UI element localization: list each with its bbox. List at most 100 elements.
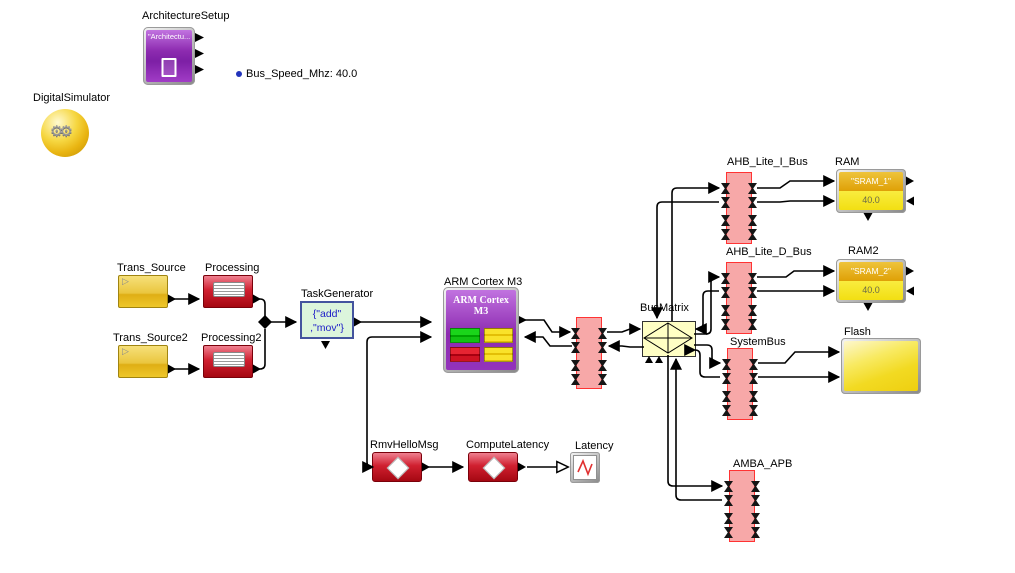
task-generator-block[interactable]: {"add" ,"mov"} <box>300 301 354 339</box>
bus-matrix-block[interactable] <box>642 321 696 357</box>
digital-simulator-block[interactable]: ⚙⚙ <box>41 109 89 157</box>
bus-port-icon[interactable] <box>748 319 757 330</box>
bus-port-icon[interactable] <box>598 342 607 353</box>
bus-ports-right[interactable] <box>751 481 760 538</box>
input-port <box>906 196 914 206</box>
trans-source2-block[interactable]: ▷ <box>118 345 168 378</box>
bus-ports-left[interactable] <box>722 359 731 416</box>
digital-simulator-label: DigitalSimulator <box>33 92 111 104</box>
bus-port-icon[interactable] <box>749 373 758 384</box>
system-bus-block[interactable] <box>722 348 758 420</box>
bus-ports-right[interactable] <box>598 328 607 385</box>
bus-port-icon[interactable] <box>748 215 757 226</box>
output-port <box>518 462 526 472</box>
bus-ports-left[interactable] <box>721 183 730 240</box>
system-bus-label: SystemBus <box>730 336 786 348</box>
bus-port-icon[interactable] <box>722 405 731 416</box>
bus-port-icon[interactable] <box>722 391 731 402</box>
junction-diamond <box>258 315 272 329</box>
ram-block[interactable]: "SRAM_1" 40.0 <box>836 169 906 213</box>
ram2-block[interactable]: "SRAM_2" 40.0 <box>836 259 906 303</box>
flash-block[interactable] <box>841 338 921 394</box>
compute-latency-block[interactable] <box>468 452 518 482</box>
bus-ports-left[interactable] <box>571 328 580 385</box>
input-port <box>906 286 914 296</box>
bus-port-icon[interactable] <box>571 360 580 371</box>
output-port <box>253 364 261 374</box>
wire <box>667 355 724 492</box>
bus-port-icon[interactable] <box>598 360 607 371</box>
amba-apb-block[interactable] <box>724 470 760 542</box>
bus-ports-right[interactable] <box>748 183 757 240</box>
bus-port-icon[interactable] <box>751 495 760 506</box>
gears-icon: ⚙⚙ <box>50 123 73 140</box>
rmv-hello-msg-block[interactable] <box>372 452 422 482</box>
bus-port-icon[interactable] <box>748 197 757 208</box>
wire <box>694 290 719 335</box>
bus-port-icon[interactable] <box>724 513 733 524</box>
bus-port-icon[interactable] <box>721 287 730 298</box>
bus-port-icon[interactable] <box>724 495 733 506</box>
bus-port-icon[interactable] <box>724 527 733 538</box>
internal-bus-block[interactable] <box>571 317 607 389</box>
output-port <box>195 65 204 74</box>
bus-port-icon[interactable] <box>721 273 730 284</box>
crossbar-icon <box>643 322 693 354</box>
ahb-lite-i-bus-block[interactable] <box>721 172 757 244</box>
bus-port-icon[interactable] <box>751 513 760 524</box>
wire <box>362 342 375 473</box>
wire <box>607 323 642 335</box>
bus-port-icon[interactable] <box>598 374 607 385</box>
bus-port-icon[interactable] <box>721 229 730 240</box>
output-port <box>354 317 362 327</box>
bus-port-icon[interactable] <box>722 373 731 384</box>
architecture-setup-text: "Architectu... <box>148 32 191 41</box>
bus-ports-right[interactable] <box>749 359 758 416</box>
bus-port-icon[interactable] <box>749 405 758 416</box>
processing-block[interactable] <box>203 275 253 308</box>
task-generator-label: TaskGenerator <box>301 288 374 300</box>
ports[interactable] <box>168 33 914 472</box>
arm-cortex-block[interactable]: ARM Cortex M3 <box>443 287 519 373</box>
bus-port-icon[interactable] <box>748 229 757 240</box>
bus-port-icon[interactable] <box>748 273 757 284</box>
ahb-lite-d-bus-label: AHB_Lite_D_Bus <box>726 246 812 258</box>
processing2-label: Processing2 <box>201 332 262 344</box>
ahb-lite-d-bus-block[interactable] <box>721 262 757 334</box>
bus-ports-left[interactable] <box>721 273 730 330</box>
bus-port-icon[interactable] <box>571 342 580 353</box>
wire <box>651 201 719 320</box>
bus-port-icon[interactable] <box>571 328 580 339</box>
bus-port-icon[interactable] <box>751 481 760 492</box>
bus-port-icon[interactable] <box>751 527 760 538</box>
wires[interactable] <box>169 175 841 501</box>
ram-speed-value: 40.0 <box>839 191 903 210</box>
bus-port-icon[interactable] <box>749 359 758 370</box>
trans-source-block[interactable]: ▷ <box>118 275 168 308</box>
bus-port-icon[interactable] <box>748 305 757 316</box>
resource-cell-red <box>450 347 480 362</box>
bus-port-icon[interactable] <box>598 328 607 339</box>
output-port <box>253 294 261 304</box>
bus-port-icon[interactable] <box>721 305 730 316</box>
bus-port-icon[interactable] <box>721 215 730 226</box>
task-generator-expression-line1: {"add" <box>312 308 342 320</box>
bus-port-icon[interactable] <box>722 359 731 370</box>
bus-port-icon[interactable] <box>748 183 757 194</box>
bus-speed-parameter: Bus_Speed_Mhz: 40.0 <box>246 68 358 80</box>
play-icon: ▷ <box>122 346 129 356</box>
bus-port-icon[interactable] <box>749 391 758 402</box>
bus-port-icon[interactable] <box>748 287 757 298</box>
architecture-setup-block[interactable]: "Architectu... <box>143 27 195 85</box>
bus-ports-right[interactable] <box>748 273 757 330</box>
bus-port-icon[interactable] <box>571 374 580 385</box>
processing2-block[interactable] <box>203 345 253 378</box>
wire <box>366 331 433 343</box>
latency-block[interactable] <box>570 452 600 483</box>
bus-port-icon[interactable] <box>721 197 730 208</box>
bus-port-icon[interactable] <box>721 183 730 194</box>
bus-port-icon[interactable] <box>724 481 733 492</box>
bus-port-icon[interactable] <box>721 319 730 330</box>
bus-ports-left[interactable] <box>724 481 733 538</box>
